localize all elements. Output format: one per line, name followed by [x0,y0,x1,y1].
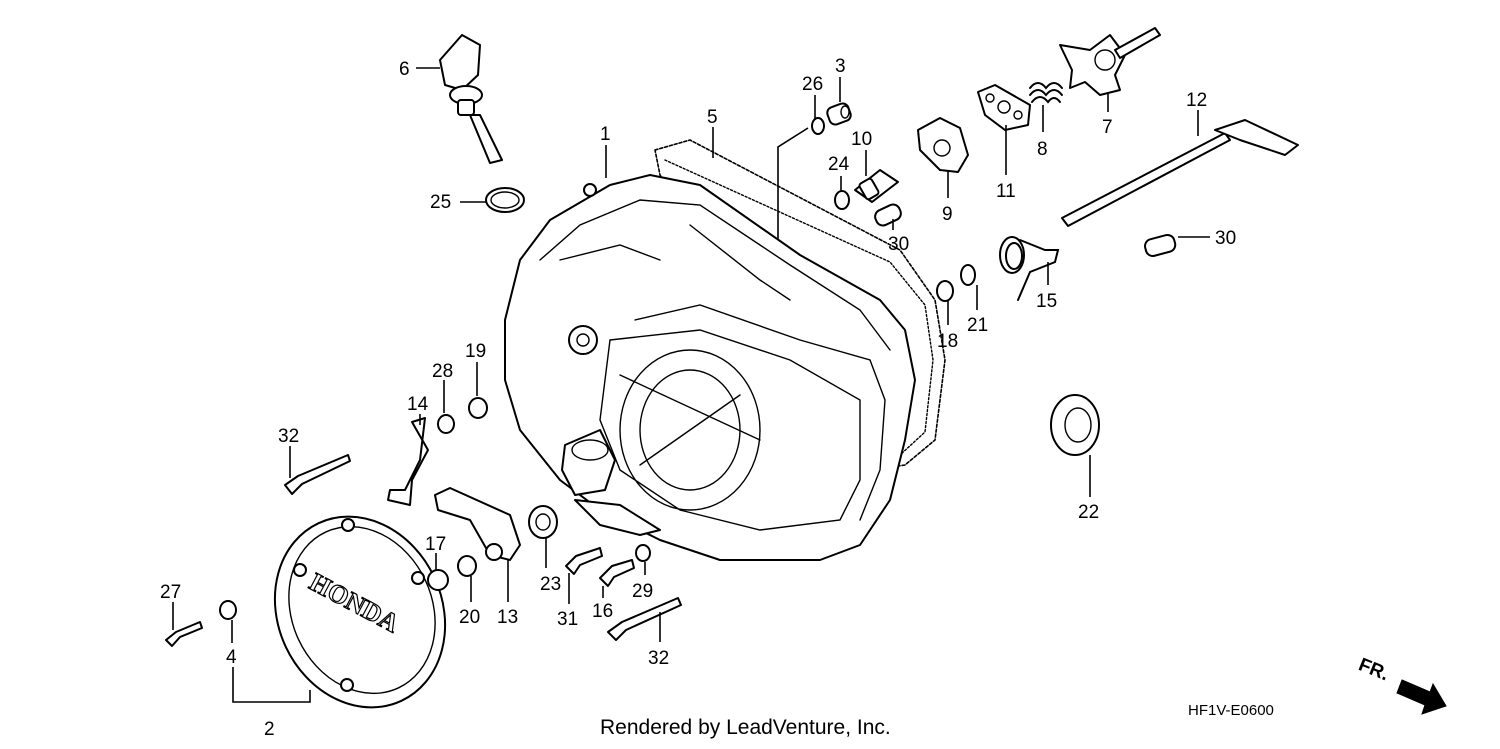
bolt-32a [284,454,351,495]
screw-27 [165,621,203,647]
callout-8: 8 [1037,139,1048,160]
callout-18: 18 [937,331,958,352]
stopper-plate-9 [917,117,969,173]
callout-4: 4 [226,647,237,668]
washer-26 [811,117,825,135]
callout-24: 24 [828,154,850,175]
stopper-plate-11 [977,84,1031,131]
washer-24 [834,190,850,210]
callout-25: 25 [430,192,451,213]
washer-18 [936,280,954,302]
washer-19 [468,397,488,419]
gearshift-spindle-12 [1061,119,1299,227]
callout-16: 16 [592,601,613,622]
nut-28 [437,414,455,434]
dowel-pin-30b [1144,233,1177,258]
bolt-31 [565,547,603,575]
bolt-10 [854,169,899,203]
collar-3 [826,102,852,126]
front-direction-indicator: FR. [1356,654,1447,715]
circlip-21 [960,264,976,286]
dowel-pin-30a [874,203,902,227]
callout-14: 14 [407,394,429,415]
callout-10: 10 [851,129,872,150]
callout-22: 22 [1078,502,1099,523]
callout-30a: 30 [888,234,909,255]
collar-17 [427,569,449,591]
callout-9: 9 [942,204,953,225]
callout-3: 3 [835,56,846,77]
callout-28: 28 [432,361,453,382]
diagram-code: HF1V-E0600 [1188,702,1274,719]
callout-7: 7 [1102,117,1113,138]
callout-19: 19 [465,341,486,362]
callout-15: 15 [1036,291,1057,312]
rendered-by-credit: Rendered by LeadVenture, Inc. [600,716,891,739]
crankcase-cover-1 [504,174,916,561]
callout-2: 2 [264,719,275,740]
callout-6: 6 [399,59,410,80]
callout-5: 5 [707,107,718,128]
spring-8 [1029,82,1063,104]
clutch-cover-2: HONDA [273,515,447,709]
callout-27: 27 [160,582,181,603]
bearing-22 [1050,394,1100,456]
arm-13 [434,487,521,561]
bracket-14 [387,417,429,506]
callout-26: 26 [802,74,823,95]
callout-30b: 30 [1215,228,1236,249]
callouts: 1 2 3 4 5 6 7 8 9 10 11 12 13 14 15 16 1… [160,56,1236,740]
washer-29 [635,544,651,562]
callout-31: 31 [557,609,578,630]
oil-filler-cap-6 [439,34,503,164]
callout-20: 20 [459,607,480,628]
callout-29: 29 [632,581,653,602]
oil-seal-23 [528,505,558,539]
bolt-16 [599,559,635,587]
callout-21: 21 [967,315,988,336]
bolt-32b [607,597,682,641]
callout-12: 12 [1186,90,1207,111]
callout-17: 17 [425,534,446,555]
front-arrow-icon [1396,679,1447,715]
callout-32b: 32 [648,648,669,669]
callout-23: 23 [540,574,561,595]
direction-label: FR. [1356,654,1392,685]
leader-lines [172,67,1210,703]
callout-32a: 32 [278,426,299,447]
return-spring-15 [999,236,1060,301]
shift-drum-center-7 [1059,27,1161,96]
callout-13: 13 [497,607,518,628]
washer-20 [457,555,477,577]
bushing-4 [219,600,237,620]
callout-11: 11 [996,181,1016,202]
callout-1: 1 [600,124,611,145]
